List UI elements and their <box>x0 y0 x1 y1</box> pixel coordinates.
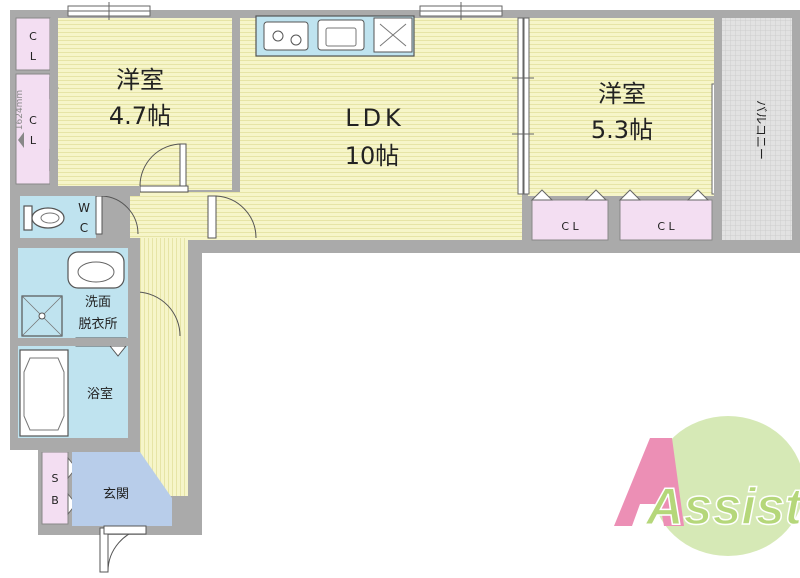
closet-room1-side-line2: L <box>30 134 37 147</box>
hall-floor <box>130 192 240 240</box>
closet-room1-side-line1: C <box>29 114 37 127</box>
closet-room2-right-label: C L <box>657 220 675 233</box>
balcony-label: バルコニー <box>754 100 768 160</box>
dimension-marker: 1624mm <box>15 90 25 148</box>
closet-room1-top-line1: C <box>29 30 37 43</box>
closet-room1-top <box>15 17 51 71</box>
closet-room2-left <box>531 199 609 241</box>
closet-room2-right <box>619 199 713 241</box>
washbasin-icon <box>67 251 125 289</box>
kitchen-counter <box>255 15 415 57</box>
shoe-box-label-line1: S <box>52 472 59 485</box>
sliding-partition <box>512 17 534 195</box>
interior-walls <box>10 18 722 452</box>
balcony <box>722 18 792 240</box>
western-room-2-name: 洋室 <box>598 80 646 108</box>
assist-logo: Assist <box>614 416 800 556</box>
dimension-label: 1624mm <box>15 90 25 130</box>
western-room-1-floor <box>58 18 232 190</box>
shoe-box-label-line2: B <box>51 494 59 507</box>
bathtub-icon <box>19 349 69 437</box>
ldk-size: 10帖 <box>345 142 400 170</box>
corridor-floor <box>140 238 188 496</box>
western-room-1-name: 洋室 <box>116 66 164 94</box>
entrance-label: 玄関 <box>103 487 129 502</box>
closet-room1-side <box>15 73 51 185</box>
shoe-box <box>41 451 69 525</box>
closet-room2-left-label: C L <box>561 220 579 233</box>
western-room-1-size: 4.7帖 <box>109 102 171 130</box>
logo-text: Assist <box>644 478 800 536</box>
closet-room1-top-line2: L <box>30 50 37 63</box>
washroom-label-line1: 洗面 <box>85 295 111 310</box>
entrance-floor <box>72 452 172 526</box>
washroom-label-line2: 脱衣所 <box>78 316 117 332</box>
bathroom-label: 浴室 <box>87 386 113 402</box>
washing-machine-icon <box>21 295 63 337</box>
wc-label-line1: W <box>78 201 90 215</box>
western-room-2-floor <box>528 18 714 196</box>
western-room-2-size: 5.3帖 <box>591 116 653 144</box>
ldk-name: LDK <box>345 104 405 132</box>
wc-label-line2: C <box>80 221 88 235</box>
toilet-icon <box>23 205 65 231</box>
